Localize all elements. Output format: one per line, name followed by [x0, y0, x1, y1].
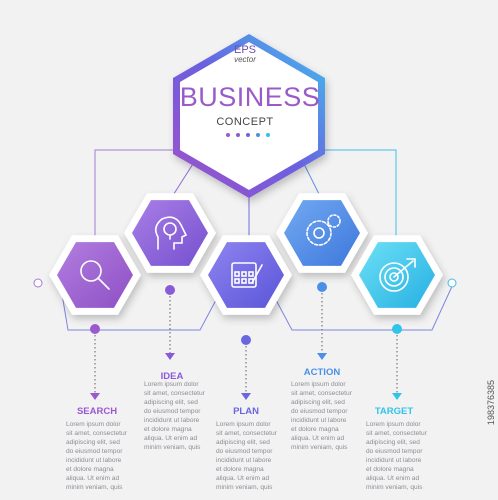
step-hexagon-idea: [124, 193, 216, 273]
eps-badge: EPS: [233, 44, 256, 56]
arrow-down-icon: [165, 353, 175, 360]
lightbulb-head-icon: [154, 216, 188, 250]
step-hexagon-action: [276, 193, 368, 273]
step-text-target: Lorem ipsum dolor sit amet, consectetur …: [366, 421, 427, 491]
step-hexagon-fill: [284, 200, 360, 266]
drop-line-plan: [241, 335, 251, 400]
eps-badge-sub: vector: [234, 55, 256, 64]
arrow-down-icon: [317, 353, 327, 360]
step-label-search: SEARCH: [76, 406, 118, 417]
step-label-action: ACTION: [303, 367, 341, 378]
page-title: BUSINESS: [179, 82, 321, 112]
planner-icon: [231, 262, 263, 288]
step-dot: [90, 324, 100, 334]
step-hexagon-plan: [200, 235, 292, 315]
page-subtitle: CONCEPT: [216, 116, 274, 128]
step-text-idea: Lorem ipsum dolor sit amet, consectetur …: [144, 381, 205, 451]
center-dots: [226, 133, 270, 137]
step-text-search: Lorem ipsum dolor sit amet, consectetur …: [66, 421, 127, 491]
step-label-idea: IDEA: [160, 371, 184, 382]
drop-line-search: [90, 324, 100, 400]
step-dot: [165, 285, 175, 295]
stock-id: 198376385: [486, 380, 496, 426]
drop-line-action: [317, 282, 327, 360]
step-drop-lines: [90, 282, 402, 400]
step-text-plan: Lorem ipsum dolor sit amet, consectetur …: [216, 421, 277, 491]
step-dot: [317, 282, 327, 292]
arrow-down-icon: [392, 393, 402, 400]
arrow-down-icon: [90, 393, 100, 400]
gears-icon: [306, 214, 341, 246]
step-hexagons: [49, 193, 443, 315]
drop-line-target: [392, 324, 402, 400]
magnifier-icon: [80, 260, 110, 290]
step-label-target: TARGET: [374, 406, 414, 417]
step-hexagon-fill: [132, 200, 208, 266]
step-text-action: Lorem ipsum dolor sit amet, consectetur …: [291, 381, 352, 451]
step-hexagon-search: [49, 235, 141, 315]
arrow-down-icon: [241, 393, 251, 400]
center-hexagon: [173, 34, 325, 198]
step-dot: [241, 335, 251, 345]
step-dot: [392, 324, 402, 334]
step-hexagon-fill: [57, 242, 133, 308]
target-icon: [379, 258, 416, 292]
step-label-plan: PLAN: [233, 406, 259, 417]
step-hexagon-target: [351, 235, 443, 315]
drop-line-idea: [165, 285, 175, 360]
